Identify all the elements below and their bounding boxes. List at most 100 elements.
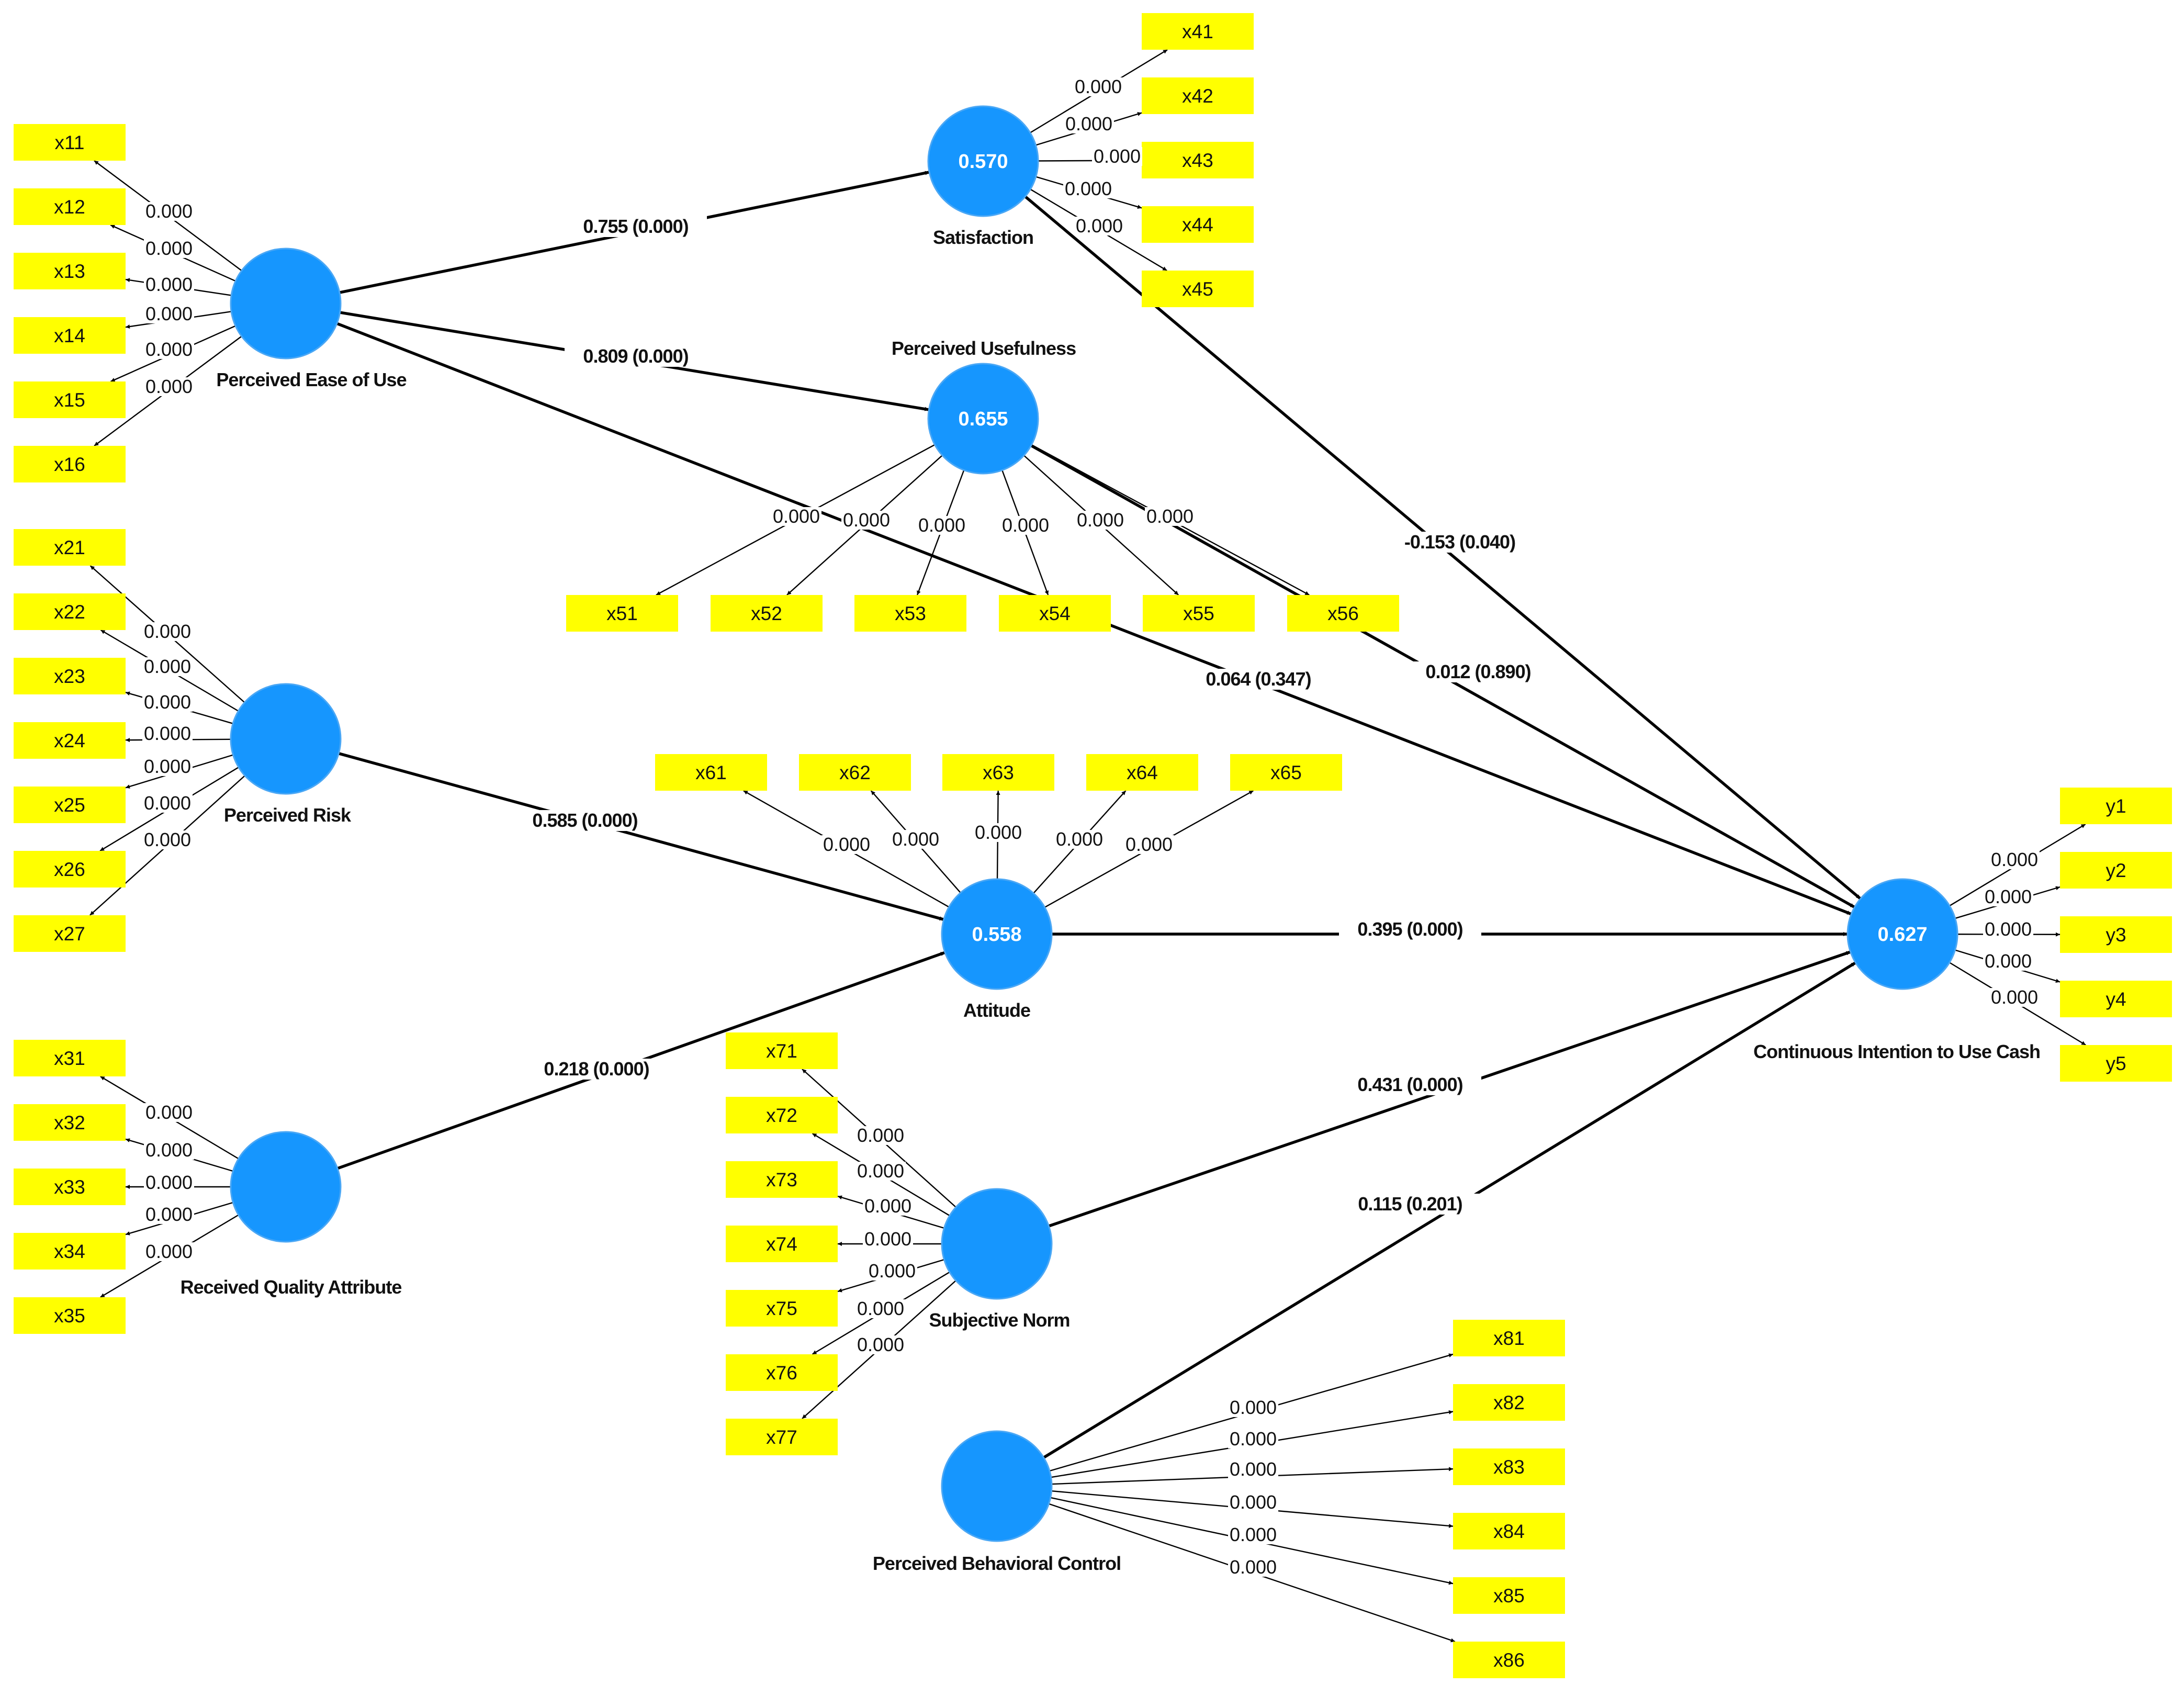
path-coefficient-label: 0.115 (0.201) (1358, 1193, 1462, 1215)
weight-label-background (1073, 77, 1123, 96)
latent-construct-node (927, 105, 1039, 217)
latent-construct-node (230, 683, 342, 795)
indicator-label: y1 (2106, 795, 2126, 817)
path-coefficient-label: -0.153 (0.040) (1404, 531, 1515, 553)
path-label-background (1383, 532, 1536, 553)
latent-construct-node (230, 248, 342, 360)
indicator-box (14, 253, 126, 289)
indicator-label: x74 (766, 1233, 797, 1255)
indicator-label: y4 (2106, 989, 2126, 1010)
weight-label-background (144, 1205, 194, 1224)
indicator-box (1142, 142, 1254, 178)
outer-weight-label: 0.000 (857, 1298, 904, 1319)
outer-weight-label: 0.000 (1065, 113, 1112, 134)
indicator-box (726, 1419, 838, 1455)
weight-label-background (1075, 511, 1125, 530)
path-coefficient-label: 0.755 (0.000) (583, 216, 688, 237)
outer-weight-label: 0.000 (1985, 950, 2032, 972)
outer-weight-label: 0.000 (145, 303, 193, 324)
indicator-label: x55 (1183, 603, 1214, 624)
outer-weight-label: 0.000 (1985, 918, 2032, 940)
indicator-box (1142, 271, 1254, 307)
indicator-box (726, 1226, 838, 1262)
indicator-box (14, 658, 126, 694)
indicator-label: x54 (1039, 603, 1071, 624)
weight-label-background (863, 1197, 913, 1216)
outer-weight-label: 0.000 (144, 756, 191, 777)
indicator-label: x52 (751, 603, 782, 624)
indicator-box (2060, 1045, 2172, 1082)
indicator-box (1453, 1384, 1565, 1421)
indicator-label: x81 (1493, 1328, 1525, 1349)
weight-label-background (863, 1230, 913, 1249)
indicator-label: x21 (54, 537, 85, 558)
weight-label-background (855, 1162, 906, 1181)
weight-label-background (142, 657, 193, 676)
outer-weight-label: 0.000 (1076, 215, 1123, 237)
indicator-box (566, 595, 678, 632)
weight-labels-layer: 0.000 0.000 0.000 0.000 0.000 0.000 0.000 0.000… (142, 76, 2040, 1578)
indicator-label: x23 (54, 666, 85, 687)
r-squared-value: 0.558 (972, 924, 1021, 946)
latent-construct-node (941, 1430, 1053, 1542)
indicator-label: y3 (2106, 924, 2126, 946)
indicator-label: x63 (983, 762, 1014, 783)
weight-label-background (855, 1335, 906, 1354)
indicator-label: x13 (54, 261, 85, 282)
indicator-box (2060, 981, 2172, 1017)
weight-label-background (144, 1242, 194, 1261)
path-coefficient-label: 0.012 (0.890) (1425, 661, 1530, 682)
indicator-label: x61 (695, 762, 727, 783)
indicator-box (14, 188, 126, 225)
indicator-box (1453, 1642, 1565, 1678)
indicator-box (1453, 1513, 1565, 1549)
outer-weight-label: 0.000 (145, 376, 193, 397)
outer-weight-label: 0.000 (1230, 1556, 1277, 1578)
indicator-box (14, 1169, 126, 1205)
outer-weight-label: 0.000 (145, 274, 193, 295)
outer-weight-label: 0.000 (869, 1260, 916, 1282)
weight-label-background (1228, 1493, 1278, 1512)
outer-weight-label: 0.000 (145, 339, 193, 360)
indicator-boxes-layer: x11x12x13x14x15x16x21x22x23x24x25x26x27x… (14, 13, 2172, 1678)
weight-label-background (142, 830, 193, 849)
path-coefficient-label: 0.218 (0.000) (544, 1058, 649, 1080)
outer-weight-label: 0.000 (1094, 145, 1141, 167)
outer-weight-label: 0.000 (1125, 834, 1173, 855)
indicator-label: x73 (766, 1169, 797, 1190)
weight-label-background (1989, 850, 2040, 869)
weight-label-background (1092, 147, 1142, 166)
path-label-background (565, 346, 707, 367)
weight-label-background (144, 377, 194, 396)
construct-name: Perceived Ease of Use (216, 369, 406, 390)
indicator-label: x26 (54, 859, 85, 880)
outer-weight-label: 0.000 (145, 1139, 193, 1161)
indicator-label: x12 (54, 196, 85, 218)
construct-name: Perceived Risk (224, 804, 352, 826)
outer-weight-label: 0.000 (1985, 886, 2032, 907)
indicator-label: x75 (766, 1298, 797, 1319)
indicator-label: x56 (1327, 603, 1359, 624)
weight-label-background (973, 823, 1023, 842)
indicator-box (1453, 1577, 1565, 1614)
outer-weight-label: 0.000 (857, 1125, 904, 1146)
indicator-box (1453, 1448, 1565, 1485)
construct-name: Subjective Norm (929, 1309, 1070, 1331)
path-coefficient-label: 0.395 (0.000) (1357, 918, 1462, 940)
r-squared-value: 0.627 (1877, 924, 1927, 946)
indicator-box (14, 1040, 126, 1076)
path-label-background (514, 810, 656, 831)
outer-weight-label: 0.000 (773, 506, 820, 527)
weight-label-background (1228, 1398, 1278, 1417)
weight-label-background (1063, 179, 1113, 198)
indicator-label: x42 (1182, 85, 1213, 107)
indicator-label: x43 (1182, 150, 1213, 171)
indicator-label: x65 (1270, 762, 1302, 783)
weight-label-background (855, 1299, 906, 1318)
latent-construct-node (1847, 878, 1958, 990)
r-squared-value: 0.570 (958, 151, 1008, 173)
latent-construct-node (941, 1188, 1053, 1300)
indicator-box (726, 1097, 838, 1133)
indicator-box (655, 754, 767, 791)
